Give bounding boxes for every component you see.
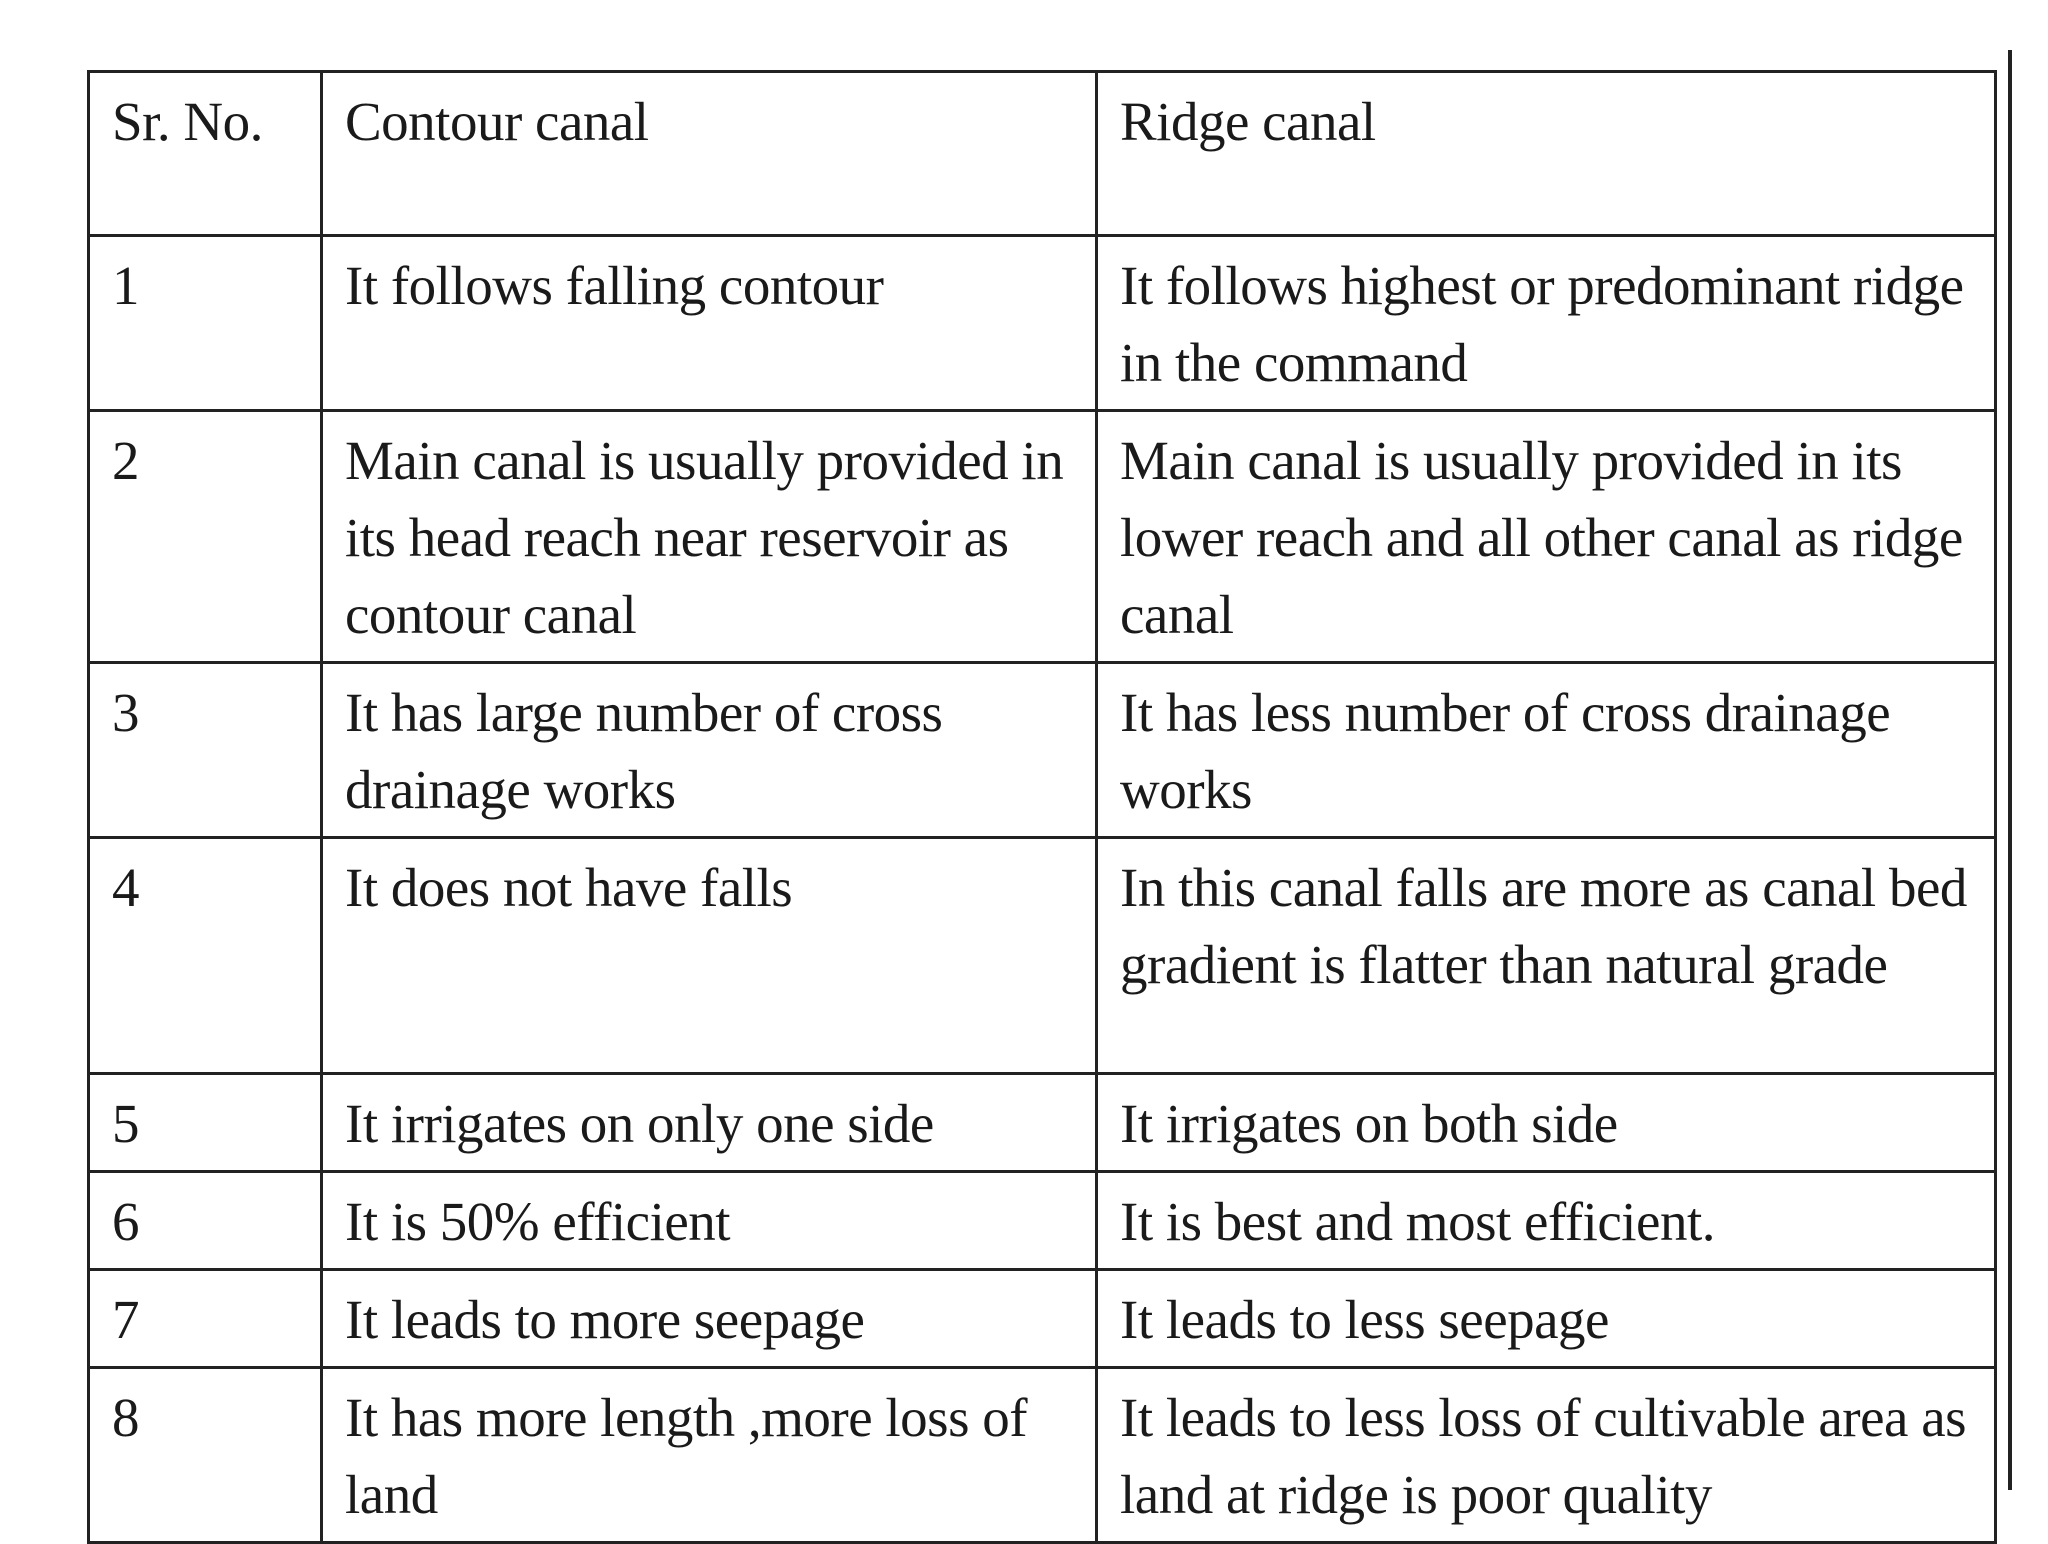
cell-sr-no: 2 [87,409,323,664]
cell-sr-no: 5 [87,1072,323,1173]
cell-contour-canal: It is 50% efficient [320,1170,1098,1271]
cell-ridge-canal: It has less number of cross drainage wor… [1095,661,1997,839]
header-ridge-canal: Ridge canal [1095,70,1997,237]
cell-ridge-canal: It leads to less seepage [1095,1268,1997,1369]
header-contour-canal: Contour canal [320,70,1098,237]
table-row: 8 It has more length ,more loss of land … [87,1366,1997,1544]
cell-ridge-canal: Main canal is usually provided in its lo… [1095,409,1997,664]
cell-contour-canal: It has more length ,more loss of land [320,1366,1098,1544]
cell-contour-canal: It irrigates on only one side [320,1072,1098,1173]
cell-ridge-canal: It follows highest or predominant ridge … [1095,234,1997,412]
cell-contour-canal: It does not have falls [320,836,1098,1075]
table-row: 4 It does not have falls In this canal f… [87,836,1997,1075]
table-row: 3 It has large number of cross drainage … [87,661,1997,839]
table-header-row: Sr. No. Contour canal Ridge canal [87,70,1997,237]
header-sr-no: Sr. No. [87,70,323,237]
cell-sr-no: 3 [87,661,323,839]
cell-sr-no: 8 [87,1366,323,1544]
cell-contour-canal: It leads to more seepage [320,1268,1098,1369]
page-edge-rule [2008,50,2012,1490]
cell-contour-canal: It has large number of cross drainage wo… [320,661,1098,839]
cell-ridge-canal: In this canal falls are more as canal be… [1095,836,1997,1075]
cell-ridge-canal: It irrigates on both side [1095,1072,1997,1173]
cell-contour-canal: Main canal is usually provided in its he… [320,409,1098,664]
cell-contour-canal: It follows falling contour [320,234,1098,412]
cell-sr-no: 4 [87,836,323,1075]
table-row: 6 It is 50% efficient It is best and mos… [87,1170,1997,1271]
cell-sr-no: 6 [87,1170,323,1271]
canal-comparison-table: Sr. No. Contour canal Ridge canal 1 It f… [87,70,1997,1544]
table-row: 2 Main canal is usually provided in its … [87,409,1997,664]
table-row: 7 It leads to more seepage It leads to l… [87,1268,1997,1369]
cell-sr-no: 1 [87,234,323,412]
table-row: 1 It follows falling contour It follows … [87,234,1997,412]
table-row: 5 It irrigates on only one side It irrig… [87,1072,1997,1173]
cell-ridge-canal: It is best and most efficient. [1095,1170,1997,1271]
cell-sr-no: 7 [87,1268,323,1369]
cell-ridge-canal: It leads to less loss of cultivable area… [1095,1366,1997,1544]
